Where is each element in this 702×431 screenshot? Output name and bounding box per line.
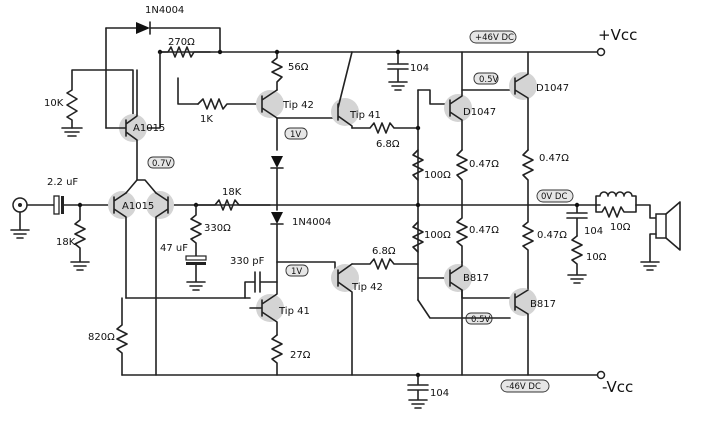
transistor-d1047-b [509, 51, 537, 151]
resistor-100-bot [412, 221, 424, 253]
tip42-top-label: Tip 42 [282, 100, 314, 111]
capacitor-2.2uf [53, 195, 111, 215]
diode-top-label: 1N4004 [145, 5, 184, 16]
tag-pos-rail: +46V DC [469, 30, 517, 44]
svg-text:0.7V: 0.7V [152, 159, 172, 169]
capacitor-47uf [185, 255, 207, 291]
capacitor-104-top [387, 49, 409, 91]
capacitor-2.2uf-label: 2.2 uF [47, 177, 78, 188]
svg-text:0.5V: 0.5V [479, 75, 499, 85]
a1015-pair-label: A1015 [122, 201, 154, 212]
speaker [640, 201, 681, 271]
resistor-10k [61, 69, 134, 137]
resistor-10k-label: 10K [44, 98, 64, 109]
tag-neg-rail: -46V DC [500, 379, 550, 393]
resistor-6.8-top [351, 122, 419, 134]
resistor-10-zob-label: 10Ω [586, 252, 607, 263]
resistor-270-label: 270Ω [168, 37, 195, 48]
svg-text:1V: 1V [291, 267, 302, 277]
resistor-330-label: 330Ω [204, 223, 231, 234]
diode-top [105, 21, 221, 129]
resistor-047-3-label: 0.47Ω [469, 225, 499, 236]
capacitor-47uf-label: 47 uF [160, 243, 188, 254]
capacitor-104-bot-label: 104 [430, 388, 449, 399]
resistor-10-zob [567, 235, 587, 284]
tag-output: 0V DC [536, 189, 574, 203]
resistor-6.8-bot [351, 258, 419, 270]
tip41-bot-label: Tip 41 [278, 306, 310, 317]
tag-1v-top: 1V [284, 127, 308, 140]
tag-05-bot: 0.5V [465, 312, 493, 325]
resistor-330 [190, 204, 202, 257]
resistor-047-1 [456, 149, 468, 206]
svg-text:-46V DC: -46V DC [506, 382, 541, 392]
transistor-tip42-top [256, 89, 284, 151]
resistor-047-1-label: 0.47Ω [469, 159, 499, 170]
resistor-100-bot-label: 100Ω [424, 230, 451, 241]
transistor-tip41-bot [249, 261, 284, 336]
transistor-d1047-a [444, 51, 472, 151]
transistor-tip42-bot [331, 263, 359, 376]
svg-text:0V DC: 0V DC [541, 192, 567, 202]
svg-text:+46V DC: +46V DC [475, 33, 514, 43]
transistor-b817-b [509, 288, 537, 376]
diode-bias-2 [270, 212, 284, 263]
tip42-bot-label: Tip 42 [351, 282, 383, 293]
tag-05-top: 0.5V [473, 72, 499, 85]
resistor-047-3 [456, 204, 468, 263]
resistor-56 [271, 49, 283, 91]
capacitor-104-top-label: 104 [410, 63, 429, 74]
resistor-047-2-label: 0.47Ω [539, 153, 569, 164]
resistor-100-top-label: 100Ω [424, 170, 451, 181]
positive-rail [159, 47, 606, 57]
d1047-a-label: D1047 [463, 107, 496, 118]
capacitor-330pf [244, 271, 278, 299]
tag-1v-bot: 1V [285, 264, 309, 277]
input-jack [10, 197, 55, 239]
resistor-27-label: 27Ω [290, 350, 311, 361]
output-coil [595, 191, 657, 219]
tip41-top-label: Tip 41 [349, 110, 381, 121]
capacitor-104-out-label: 104 [584, 226, 603, 237]
transistor-b817-a [444, 261, 511, 299]
resistor-047-2 [522, 149, 534, 206]
a1015-top-label: A1015 [133, 123, 165, 134]
resistor-27 [271, 334, 283, 376]
vcc-neg-label: -Vcc [602, 378, 633, 396]
resistor-047-4 [522, 204, 534, 291]
resistor-100-top [412, 149, 424, 181]
capacitor-104-bot [407, 372, 429, 409]
resistor-270 [157, 46, 223, 58]
transistor-a1015-pair [108, 179, 174, 376]
resistor-18k-in [70, 202, 90, 271]
resistor-1k-label: 1K [200, 114, 213, 125]
capacitor-330pf-label: 330 pF [230, 256, 265, 267]
resistor-56-label: 56Ω [288, 62, 309, 73]
transistor-a1015-top [105, 69, 147, 181]
resistor-6.8-bot-label: 6.8Ω [372, 246, 396, 257]
resistor-820-label: 820Ω [88, 332, 115, 343]
resistor-18k-fb-label: 18K [222, 187, 242, 198]
resistor-1k [197, 98, 259, 110]
tag-07: 0.7V [147, 156, 175, 169]
b817-b-label: B817 [530, 299, 556, 310]
svg-text:1V: 1V [290, 130, 301, 140]
b817-a-label: B817 [463, 273, 489, 284]
diode-bias-label: 1N4004 [292, 217, 331, 228]
resistor-18k-in-label: 18K [56, 237, 76, 248]
resistor-820 [116, 297, 128, 376]
negative-rail [121, 370, 606, 380]
d1047-b-label: D1047 [536, 83, 569, 94]
resistor-047-4-label: 0.47Ω [537, 230, 567, 241]
diode-bias-1 [270, 156, 284, 211]
resistor-10-coil-label: 10Ω [610, 222, 631, 233]
vcc-pos-label: +Vcc [598, 26, 637, 44]
capacitor-104-out [566, 202, 588, 237]
svg-text:0.5V: 0.5V [471, 315, 491, 325]
resistor-6.8-top-label: 6.8Ω [376, 139, 400, 150]
